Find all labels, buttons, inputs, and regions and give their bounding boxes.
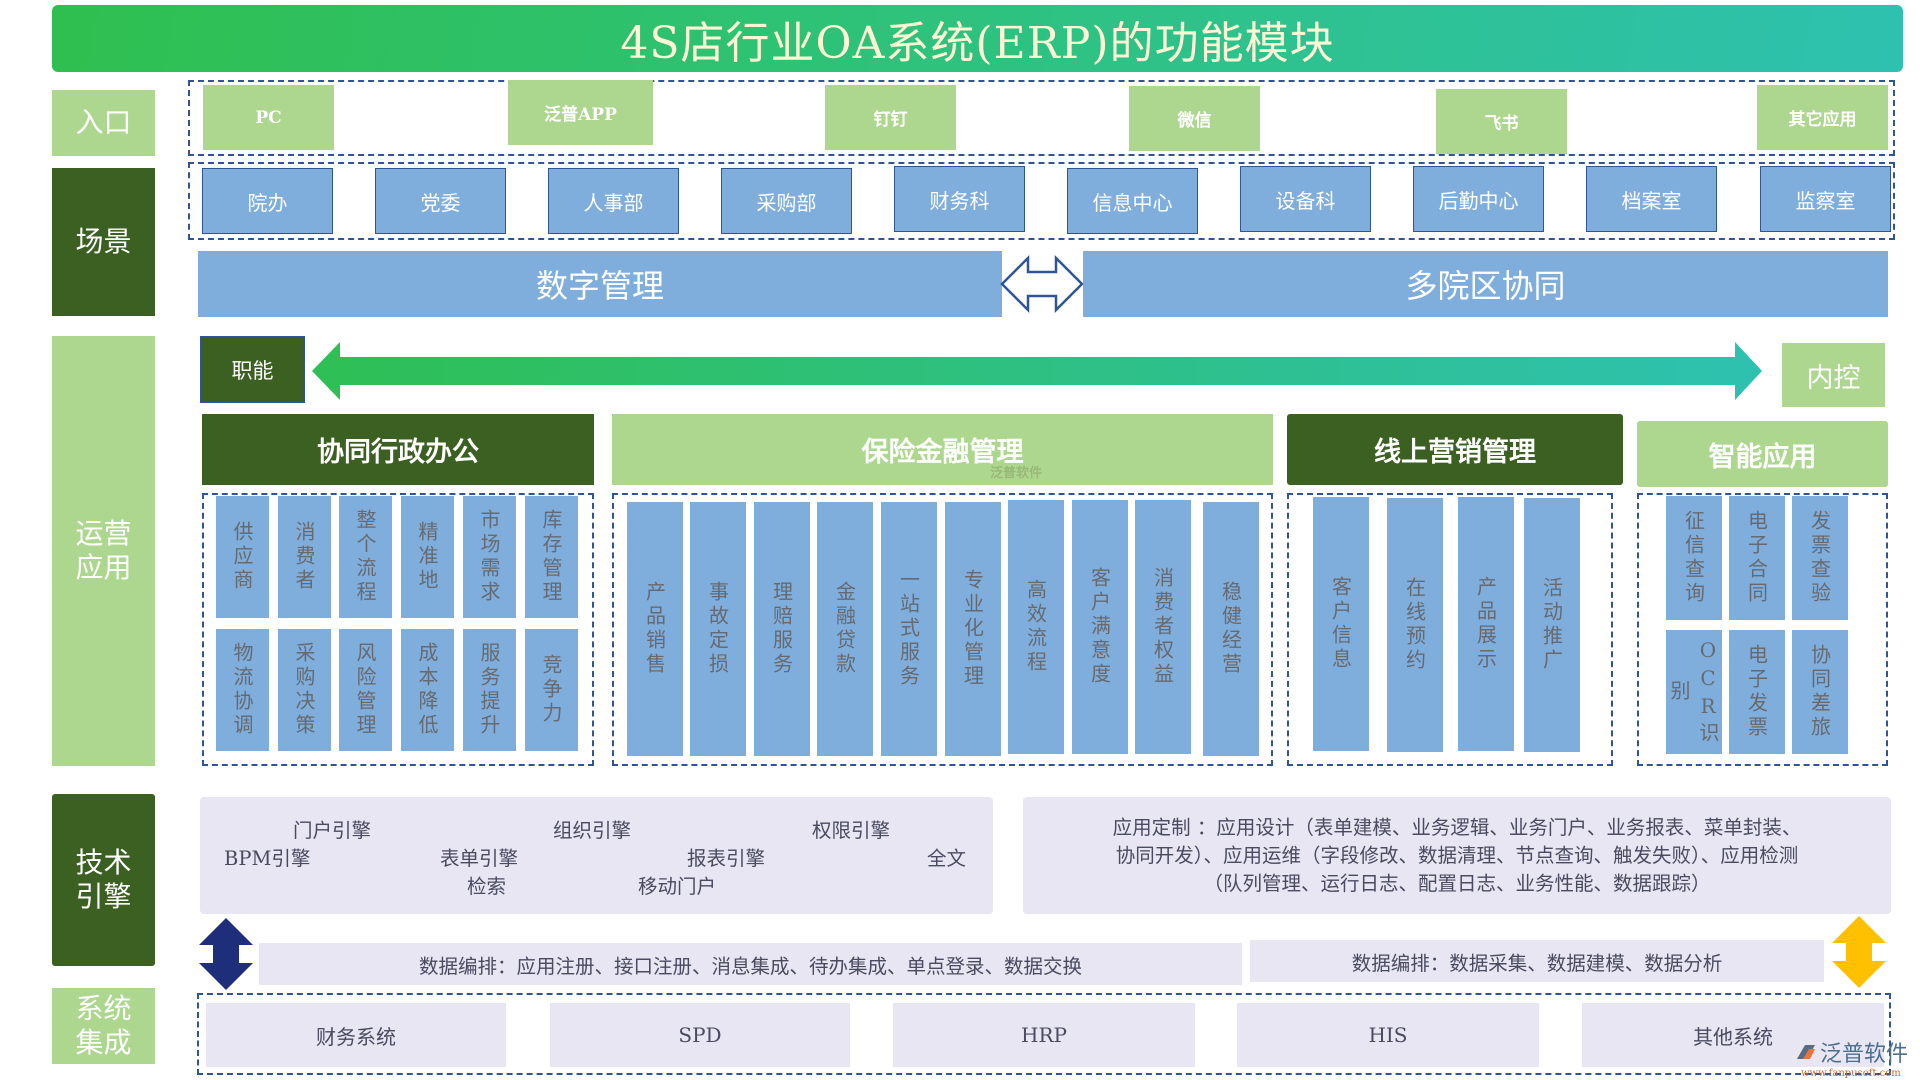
- admin-item[interactable]: 市场需求: [463, 496, 516, 618]
- bidirectional-arrow-icon: [1000, 254, 1084, 314]
- smart-app-item[interactable]: 电子发票: [1729, 630, 1785, 754]
- smart-app-item[interactable]: 发票查验: [1792, 496, 1848, 620]
- customization-line-2: 协同开发）、应用运维（字段修改、数据清理、节点查询、触发失败）、应用检测: [1115, 844, 1799, 867]
- watermark-logo: 泛普软件: [990, 466, 1043, 481]
- digital-management-bar: 数字管理: [198, 251, 1002, 317]
- insurance-group: [612, 493, 1273, 766]
- marketing-item[interactable]: 活动推广: [1524, 498, 1580, 752]
- category-header-admin: 协同行政办公: [202, 414, 594, 485]
- engine-mobile-portal[interactable]: 移动门户: [638, 875, 717, 898]
- engine-fulltext[interactable]: 全文: [927, 847, 967, 870]
- admin-item[interactable]: 服务提升: [463, 629, 516, 751]
- entry-feishu[interactable]: 飞书: [1436, 89, 1567, 154]
- engine-portal[interactable]: 门户引擎: [293, 819, 372, 842]
- row-label-tech: 技术 引擎: [52, 794, 155, 966]
- marketing-item[interactable]: 在线预约: [1387, 498, 1443, 752]
- smart-app-item[interactable]: OCR识别: [1666, 630, 1722, 754]
- admin-item[interactable]: 整个流程: [339, 496, 392, 618]
- admin-item[interactable]: 风险管理: [339, 629, 392, 751]
- insurance-item[interactable]: 高效流程: [1008, 500, 1064, 754]
- insurance-item[interactable]: 事故定损: [690, 502, 746, 756]
- fanpu-logo: 泛普软件 www.fanpusoft.com: [1795, 1036, 1920, 1080]
- marketing-group: [1287, 493, 1613, 766]
- insurance-item[interactable]: 稳健经营: [1203, 502, 1259, 756]
- function-label: 职能: [200, 336, 305, 403]
- row-label-integration: 系统 集成: [52, 988, 155, 1064]
- engine-bpm[interactable]: BPM引擎: [224, 847, 311, 870]
- customization-line-3: （队列管理、运行日志、配置日志、业务性能、数据跟踪）: [1203, 872, 1711, 895]
- category-header-insurance: 保险金融管理: [612, 414, 1273, 485]
- admin-group: [202, 493, 594, 766]
- insurance-item[interactable]: 理赔服务: [754, 502, 810, 756]
- data-orchestration-right: 数据编排：数据采集、数据建模、数据分析: [1250, 940, 1824, 982]
- multi-campus-bar: 多院区协同: [1083, 251, 1888, 317]
- insurance-item[interactable]: 消费者权益: [1135, 500, 1191, 754]
- engine-form[interactable]: 表单引擎: [440, 847, 519, 870]
- insurance-item[interactable]: 金融贷款: [817, 502, 873, 756]
- engine-report[interactable]: 报表引擎: [687, 847, 766, 870]
- navy-updown-arrow-icon: [199, 918, 253, 990]
- admin-item[interactable]: 消费者: [278, 496, 331, 618]
- marketing-item[interactable]: 产品展示: [1458, 497, 1514, 751]
- insurance-item[interactable]: 一站式服务: [881, 502, 937, 756]
- admin-item[interactable]: 精准地: [401, 496, 454, 618]
- admin-item[interactable]: 供应商: [216, 496, 269, 618]
- scene-supervision[interactable]: 监察室: [1760, 166, 1891, 232]
- entry-pc[interactable]: PC: [203, 85, 334, 150]
- scene-party-committee[interactable]: 党委: [375, 168, 506, 234]
- scene-hr[interactable]: 人事部: [548, 168, 679, 234]
- smart-apps-group: [1637, 493, 1888, 766]
- double-arrow-icon: [312, 342, 1762, 400]
- fanpu-leaf-icon: [1797, 1045, 1815, 1059]
- fanpu-brand: 泛普软件: [1820, 1042, 1909, 1067]
- system-hrp[interactable]: HRP: [893, 1003, 1195, 1067]
- category-header-smart-apps: 智能应用: [1637, 421, 1888, 487]
- category-header-marketing: 线上营销管理: [1287, 414, 1623, 485]
- admin-item[interactable]: 竞争力: [525, 629, 578, 751]
- scene-equipment[interactable]: 设备科: [1240, 166, 1371, 232]
- smart-app-item[interactable]: 电子合同: [1729, 496, 1785, 620]
- page-title: 4S店行业OA系统(ERP)的功能模块: [52, 5, 1903, 72]
- marketing-item[interactable]: 客户信息: [1313, 497, 1369, 751]
- entry-other-apps[interactable]: 其它应用: [1757, 85, 1888, 150]
- scene-group: [188, 162, 1895, 240]
- smart-app-item[interactable]: 征信查询: [1666, 496, 1722, 620]
- systems-group: [197, 993, 1891, 1075]
- scene-info-center[interactable]: 信息中心: [1067, 168, 1198, 234]
- gold-updown-arrow-icon: [1832, 916, 1886, 988]
- insurance-item[interactable]: 客户满意度: [1072, 500, 1128, 754]
- system-spd[interactable]: SPD: [550, 1003, 850, 1067]
- scene-archives[interactable]: 档案室: [1586, 166, 1717, 232]
- scene-dean-office[interactable]: 院办: [202, 168, 333, 234]
- entry-fanpu-app[interactable]: 泛普APP: [508, 80, 653, 145]
- entry-dingtalk[interactable]: 钉钉: [825, 85, 956, 150]
- row-label-operations: 运营 应用: [52, 336, 155, 766]
- scene-finance[interactable]: 财务科: [894, 166, 1025, 232]
- fanpu-url: www.fanpusoft.com: [1801, 1068, 1901, 1079]
- scene-logistics-center[interactable]: 后勤中心: [1413, 166, 1544, 232]
- admin-item[interactable]: 库存管理: [525, 496, 578, 618]
- insurance-item[interactable]: 产品销售: [627, 502, 683, 756]
- admin-item[interactable]: 物流协调: [216, 629, 269, 751]
- entry-wechat[interactable]: 微信: [1129, 86, 1260, 151]
- smart-app-item[interactable]: 协同差旅: [1792, 630, 1848, 754]
- row-label-scene: 场景: [52, 168, 155, 316]
- scene-purchasing[interactable]: 采购部: [721, 168, 852, 234]
- insurance-item[interactable]: 专业化管理: [945, 502, 1001, 756]
- row-label-entry: 入口: [52, 90, 155, 156]
- entry-group: [188, 80, 1895, 156]
- system-other[interactable]: 其他系统: [1582, 1003, 1884, 1067]
- admin-item[interactable]: 成本降低: [401, 629, 454, 751]
- engine-permission[interactable]: 权限引擎: [812, 819, 891, 842]
- engine-organization[interactable]: 组织引擎: [553, 819, 632, 842]
- system-finance[interactable]: 财务系统: [206, 1003, 506, 1067]
- admin-item[interactable]: 采购决策: [278, 629, 331, 751]
- data-orchestration-left: 数据编排：应用注册、接口注册、消息集成、待办集成、单点登录、数据交换: [259, 943, 1242, 985]
- app-customization-panel: 应用定制 ：应用设计（表单建模、业务逻辑、业务门户、业务报表、菜单封装、 协同开…: [1023, 797, 1891, 914]
- internal-control-label: 内控: [1782, 343, 1885, 407]
- customization-line-1: 应用定制 ：应用设计（表单建模、业务逻辑、业务门户、业务报表、菜单封装、: [1112, 816, 1802, 839]
- tech-engines-panel: 门户引擎 组织引擎 权限引擎 BPM引擎 表单引擎 报表引擎 全文 检索 移动门…: [200, 797, 993, 914]
- engine-search[interactable]: 检索: [467, 875, 507, 898]
- system-his[interactable]: HIS: [1237, 1003, 1539, 1067]
